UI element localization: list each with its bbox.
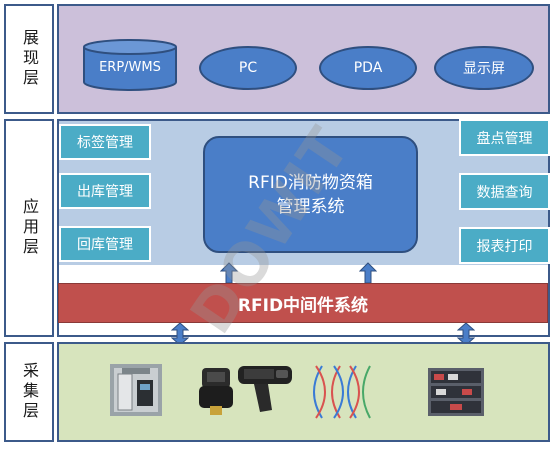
module-return-management: 回库管理 bbox=[59, 226, 151, 262]
layer-label-collection: 采集层 bbox=[4, 342, 54, 442]
handheld-reader-icon bbox=[199, 368, 233, 415]
module-inventory-management: 盘点管理 bbox=[459, 119, 550, 156]
up-arrow-icon bbox=[359, 262, 377, 284]
rfid-middleware-bar: RFID中间件系统 bbox=[58, 283, 548, 323]
bidirectional-arrow-icon bbox=[457, 323, 475, 345]
up-arrow-icon bbox=[220, 262, 238, 284]
database-icon bbox=[83, 39, 177, 91]
pc-node: PC bbox=[199, 46, 297, 90]
bidirectional-arrow-icon bbox=[171, 323, 189, 345]
display-screen-node: 显示屏 bbox=[434, 46, 534, 90]
erp-wms-label: ERP/WMS bbox=[99, 60, 161, 75]
core-management-system: RFID消防物资箱 管理系统 bbox=[203, 136, 418, 253]
antenna-waves-icon bbox=[313, 365, 371, 419]
layer-label-application: 应用层 bbox=[4, 119, 54, 337]
rfid-gun-icon bbox=[238, 366, 292, 412]
pda-node: PDA bbox=[319, 46, 417, 90]
layer-label-presentation: 展现层 bbox=[4, 4, 54, 114]
erp-wms-database: ERP/WMS bbox=[82, 38, 178, 92]
core-title-line1: RFID消防物资箱 bbox=[248, 172, 373, 193]
rfid-gate-device-icon bbox=[110, 364, 162, 416]
module-label-management: 标签管理 bbox=[59, 124, 151, 160]
shelf-equipment-icon bbox=[428, 368, 484, 416]
core-title-line2: 管理系统 bbox=[276, 196, 345, 217]
module-outbound-management: 出库管理 bbox=[59, 173, 151, 209]
module-report-printing: 报表打印 bbox=[459, 227, 550, 264]
module-data-query: 数据查询 bbox=[459, 173, 550, 210]
